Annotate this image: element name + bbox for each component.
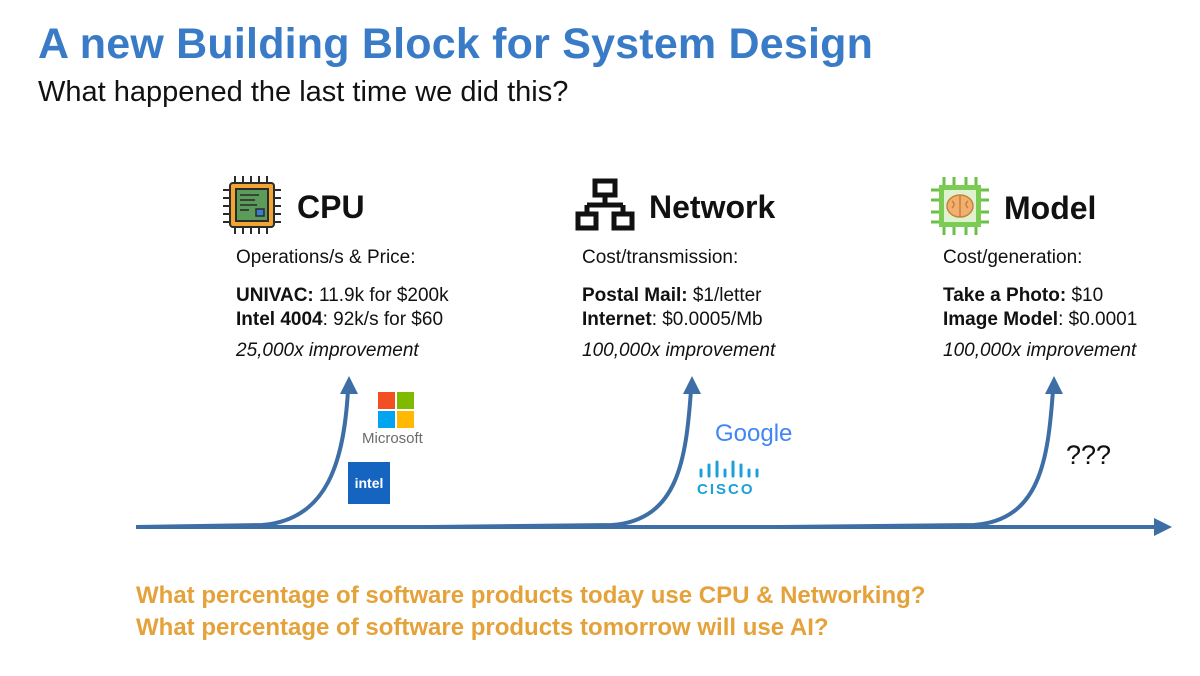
row-label: Intel 4004: [236, 309, 323, 330]
model-curve-arrowhead: [1045, 376, 1063, 394]
question-tomorrow: What percentage of software products tom…: [136, 614, 829, 641]
cisco-bars-icon: [699, 460, 759, 478]
microsoft-logo: Microsoft: [362, 392, 432, 447]
row-value: : $0.0001: [1058, 309, 1138, 330]
row-label: UNIVAC:: [236, 285, 314, 306]
cpu-curve-arrowhead: [340, 376, 358, 394]
row-value: $1/letter: [687, 285, 762, 306]
model-heading: Model: [930, 176, 1096, 241]
cisco-wordmark: CISCO: [697, 481, 755, 498]
network-metric-label: Cost/transmission:: [582, 247, 739, 268]
model-growth-curve: [779, 389, 1055, 529]
network-row-internet: Internet: $0.0005/Mb: [582, 308, 763, 332]
row-value: : 92k/s for $60: [322, 309, 444, 330]
cpu-chip-icon: [221, 174, 283, 241]
network-growth-curve: [429, 389, 693, 529]
model-improvement: 100,000x improvement: [943, 340, 1137, 361]
row-value: : $0.0005/Mb: [651, 309, 763, 330]
network-topology-icon: [575, 178, 635, 237]
model-row-take-photo: Take a Photo: $10: [943, 284, 1103, 308]
question-today: What percentage of software products tod…: [136, 582, 926, 609]
row-value: $10: [1066, 285, 1104, 306]
intel-logo: intel: [348, 462, 390, 504]
intel-wordmark: intel: [354, 475, 384, 491]
cisco-logo: CISCO: [697, 460, 763, 498]
network-heading: Network: [575, 178, 775, 237]
network-row-postal-mail: Postal Mail: $1/letter: [582, 284, 762, 308]
slide-subtitle: What happened the last time we did this?: [38, 76, 569, 108]
slide-title: A new Building Block for System Design: [38, 20, 874, 68]
model-metric-label: Cost/generation:: [943, 247, 1083, 268]
network-curve-arrowhead: [683, 376, 701, 394]
model-row-image-model: Image Model: $0.0001: [943, 308, 1137, 332]
microsoft-wordmark: Microsoft: [362, 430, 423, 447]
row-label: Image Model: [943, 309, 1059, 330]
row-label: Postal Mail:: [582, 285, 688, 306]
ai-brain-chip-icon: [930, 176, 990, 241]
cpu-growth-curve: [135, 389, 350, 529]
timeline-arrowhead: [1154, 518, 1172, 536]
cpu-row-univac: UNIVAC: 11.9k for $200k: [236, 284, 449, 308]
network-heading-label: Network: [649, 189, 776, 225]
row-value: 11.9k for $200k: [313, 285, 449, 306]
unknown-future-label: ???: [1066, 440, 1112, 470]
cpu-improvement: 25,000x improvement: [236, 340, 419, 361]
microsoft-squares-icon: [378, 392, 414, 428]
row-label: Internet: [582, 309, 652, 330]
cpu-heading-label: CPU: [297, 189, 365, 225]
row-label: Take a Photo:: [943, 285, 1067, 306]
network-improvement: 100,000x improvement: [582, 340, 776, 361]
cpu-row-intel-4004: Intel 4004: 92k/s for $60: [236, 308, 443, 332]
google-wordmark: Google: [715, 420, 793, 447]
cpu-metric-label: Operations/s & Price:: [236, 247, 416, 268]
cpu-heading: CPU: [221, 174, 365, 241]
model-heading-label: Model: [1004, 190, 1097, 226]
google-logo: Google: [715, 420, 792, 448]
